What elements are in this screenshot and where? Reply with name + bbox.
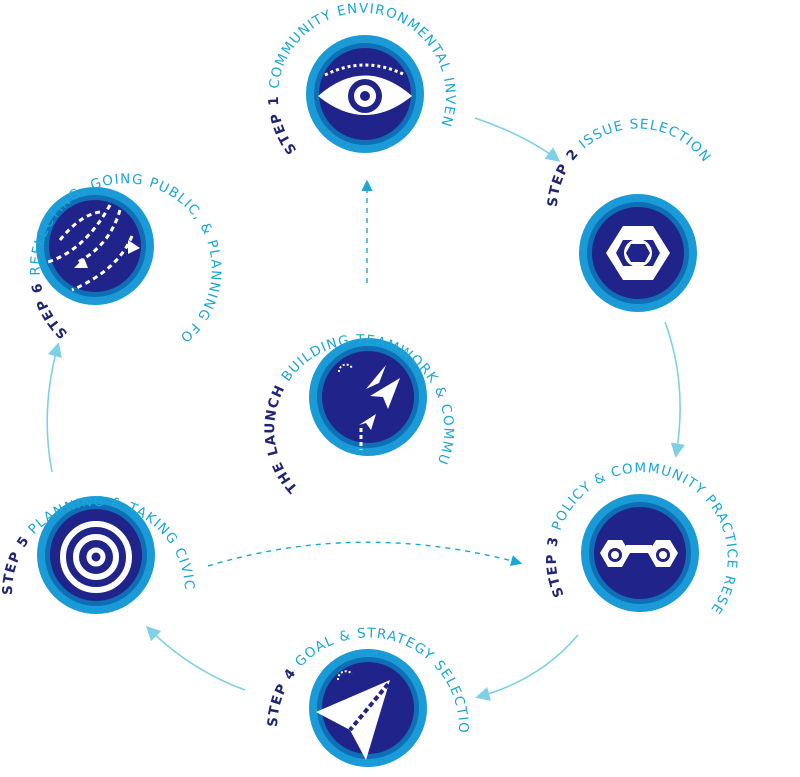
- node-step1: STEP 1 COMMUNITY ENVIRONMENTAL INVENTORY: [0, 0, 457, 157]
- label-step2: STEP 2 ISSUE SELECTION: [545, 116, 714, 207]
- step3-prefix: STEP 3: [544, 528, 568, 600]
- connectors: [46, 117, 686, 701]
- step2-name: ISSUE SELECTION: [576, 116, 714, 166]
- dashed-paths-icon: [47, 204, 134, 292]
- node-step6: STEP 6 REFLECTING, GOING PUBLIC, & PLANN…: [0, 0, 223, 346]
- binoculars-icon: [600, 540, 678, 567]
- arrow-step3-to-step4: [475, 634, 579, 701]
- node-step2: STEP 2 ISSUE SELECTION: [545, 116, 714, 312]
- target-icon: [60, 521, 132, 593]
- paper-planes-icon: [338, 363, 400, 450]
- step4-prefix: STEP 4: [265, 660, 304, 728]
- paper-plane-icon: [316, 670, 390, 760]
- arrow-step4-to-step5: [145, 625, 246, 691]
- step2-prefix: STEP 2: [545, 141, 587, 208]
- hex-nut-icon: [606, 226, 670, 280]
- launch-prefix: THE LAUNCH: [262, 376, 301, 496]
- step1-prefix: STEP 1: [266, 88, 300, 157]
- eye-icon: [318, 63, 412, 115]
- arrow-step2-to-step3: [664, 321, 686, 458]
- step5-prefix: STEP 5: [0, 527, 37, 595]
- arrow-step5-to-step6: [46, 342, 62, 473]
- arrow-step1-to-step2: [474, 117, 561, 162]
- dashed-arrow-step5-to-step3: [207, 541, 523, 567]
- node-step5: STEP 5 PLANNING & TAKING CIVIC ACTION: [0, 0, 196, 614]
- dashed-paths-arrowheads: [74, 240, 140, 268]
